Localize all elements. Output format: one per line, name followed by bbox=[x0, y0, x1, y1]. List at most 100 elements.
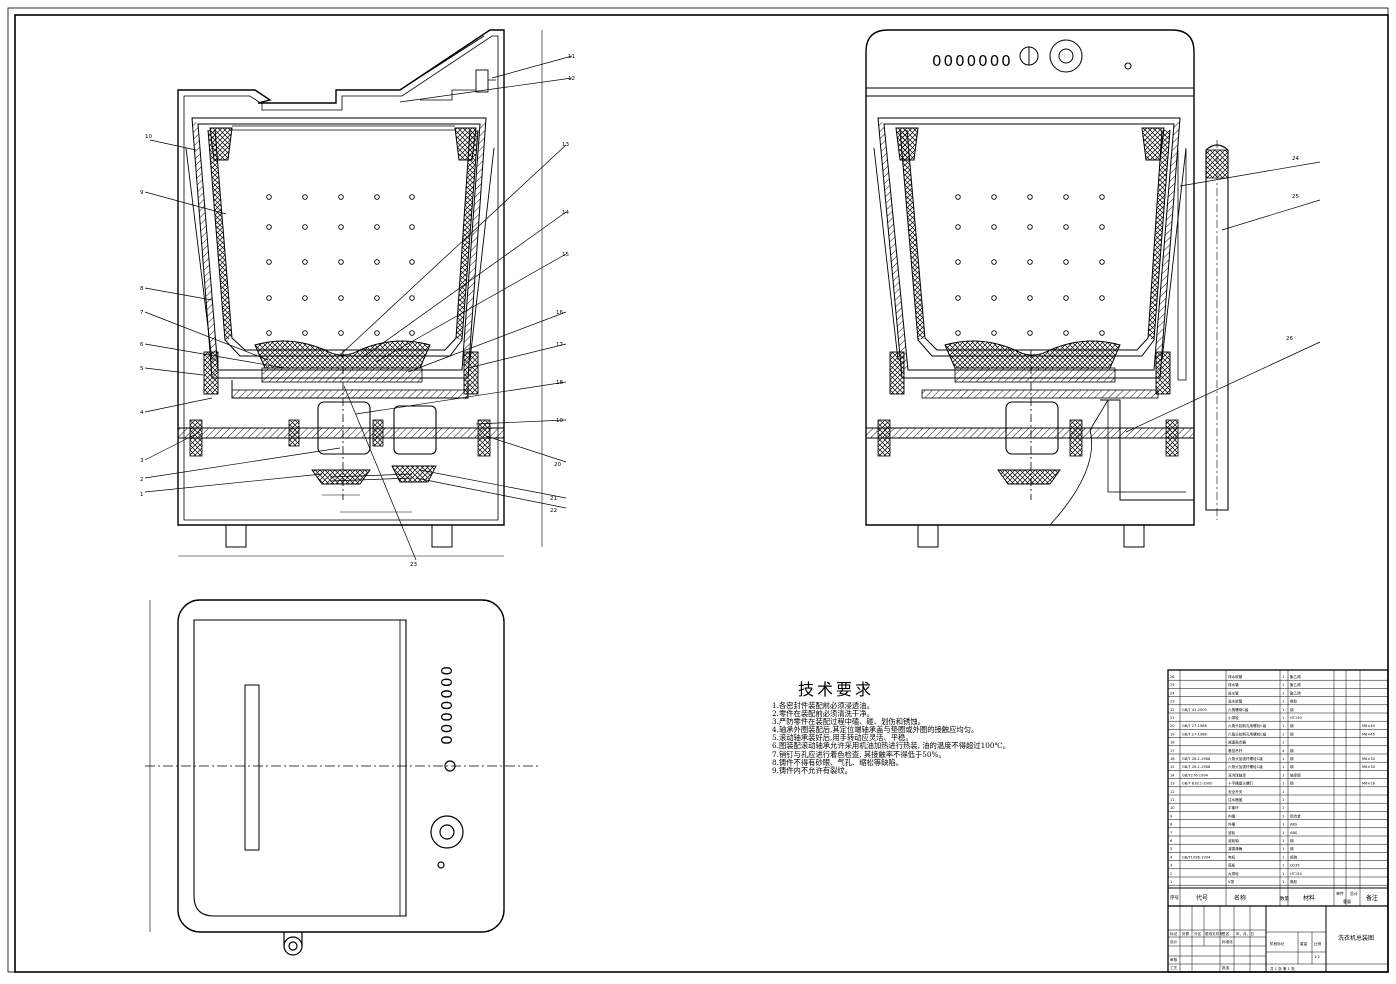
svg-text:24: 24 bbox=[1292, 156, 1299, 162]
svg-text:名称: 名称 bbox=[1234, 894, 1246, 902]
bom-cell: 4 bbox=[1282, 749, 1285, 753]
top-view-display: 0000000 bbox=[437, 666, 455, 747]
bom-cell: 1 bbox=[1282, 773, 1284, 777]
svg-text:更改文件号: 更改文件号 bbox=[1205, 931, 1223, 936]
bom-cell: 小带轮 bbox=[1228, 715, 1239, 720]
svg-text:工艺: 工艺 bbox=[1170, 965, 1178, 970]
bom-cell: 25 bbox=[1170, 683, 1175, 687]
bom-cell: 1 bbox=[1282, 765, 1284, 769]
bom-cell: 十字槽盘头螺钉 bbox=[1228, 781, 1254, 786]
bom-table bbox=[1167, 669, 1389, 973]
bom-cell: 减振弹簧 bbox=[1228, 846, 1243, 851]
bom-cell: M8×40 bbox=[1362, 724, 1376, 728]
svg-text:分区: 分区 bbox=[1194, 931, 1202, 936]
side-leaders bbox=[1125, 161, 1321, 433]
bom-cell: 1 bbox=[1282, 700, 1284, 704]
bom-cell: M6×16 bbox=[1362, 782, 1376, 786]
bom-cell: 底板 bbox=[1228, 863, 1236, 868]
svg-text:比例: 比例 bbox=[1314, 941, 1322, 946]
requirement-item: 6.图装配滚动轴承允许采用机油加热进行热装, 油的温度不得超过100℃。 bbox=[772, 741, 1011, 751]
svg-text:9: 9 bbox=[140, 190, 144, 196]
bom-cell: 钢 bbox=[1290, 731, 1294, 736]
bom-cell: 钢 bbox=[1290, 846, 1294, 851]
bom-cell: 8 bbox=[1170, 823, 1173, 827]
bom-cell: 24 bbox=[1170, 691, 1175, 695]
bom-cell: 聚乙烯 bbox=[1290, 682, 1301, 687]
svg-text:8: 8 bbox=[140, 286, 144, 292]
svg-text:标准化: 标准化 bbox=[1222, 939, 1233, 944]
bom-cell: ABS bbox=[1290, 831, 1298, 835]
bom-cell: 1 bbox=[1282, 790, 1284, 794]
svg-text:共 1 张 第 1 张: 共 1 张 第 1 张 bbox=[1270, 966, 1295, 971]
bom-cell: 5 bbox=[1170, 847, 1172, 851]
bom-cell: 1 bbox=[1282, 831, 1284, 835]
bom-cell: 六角头铰制孔用螺栓C级 bbox=[1228, 723, 1267, 728]
bom-cell: 1 bbox=[1282, 716, 1284, 720]
bom-cell: 17 bbox=[1170, 749, 1175, 753]
svg-text:0000000: 0000000 bbox=[437, 666, 455, 747]
svg-text:26: 26 bbox=[1286, 336, 1293, 342]
basket-holes-front bbox=[266, 194, 415, 336]
bom-cell: 聚乙烯 bbox=[1290, 674, 1301, 679]
bom-cell: HT150 bbox=[1290, 872, 1302, 876]
bom-cell: 21 bbox=[1170, 716, 1175, 720]
bom-cell: 钢 bbox=[1290, 838, 1294, 843]
bom-cell: 溢水软管 bbox=[1228, 699, 1243, 704]
bom-cell: 1 bbox=[1282, 864, 1284, 868]
bom-cell: 排水管 bbox=[1228, 682, 1239, 687]
requirement-item: 9.铸件内不允许有裂纹。 bbox=[772, 765, 852, 775]
svg-text:10: 10 bbox=[145, 134, 152, 140]
bom-cell: 六角螺母C级 bbox=[1228, 707, 1249, 712]
bom-cell: 1 bbox=[1282, 675, 1284, 679]
bom-cell: 六角头铰制孔用螺栓C级 bbox=[1228, 731, 1267, 736]
svg-text:15: 15 bbox=[562, 252, 569, 258]
svg-text:2: 2 bbox=[140, 477, 144, 483]
bom-cell: 钢 bbox=[1290, 781, 1294, 786]
bom-cell: 4 bbox=[1170, 855, 1173, 859]
svg-text:重量: 重量 bbox=[1343, 898, 1351, 904]
svg-text:22: 22 bbox=[550, 508, 557, 514]
bom-cell: 1 bbox=[1282, 855, 1284, 859]
bom-cell: 六角头加强杆螺栓C级 bbox=[1228, 764, 1263, 769]
svg-text:处数: 处数 bbox=[1182, 931, 1190, 936]
bom-cell: 铝合金 bbox=[1290, 813, 1301, 818]
bom-cell: GB/T 41-2000 bbox=[1182, 708, 1208, 712]
svg-text:备注: 备注 bbox=[1366, 894, 1378, 902]
requirement-item: 8.铸件不得有砂眼、气孔、缩松等缺陷。 bbox=[772, 757, 904, 767]
bom-cell: 1 bbox=[1282, 691, 1284, 695]
bom-cell: M8×45 bbox=[1362, 732, 1375, 736]
bom-cell: 1 bbox=[1282, 741, 1284, 745]
svg-text:13: 13 bbox=[562, 142, 569, 148]
svg-text:19: 19 bbox=[556, 418, 563, 424]
svg-text:12: 12 bbox=[568, 76, 575, 82]
bom-cell: 悬挂吊杆 bbox=[1228, 748, 1243, 753]
bom-cell: GB/T1096-1994 bbox=[1182, 855, 1211, 859]
bom-cell: 1 bbox=[1282, 724, 1284, 728]
bom-cell: GB/T 27-1988 bbox=[1182, 724, 1208, 728]
svg-text:17: 17 bbox=[556, 342, 563, 348]
bom-header: 序号 代号 名称 数量 材料 单件 总计 重量 备注 bbox=[1170, 890, 1378, 904]
bom-cell: 大带轮 bbox=[1228, 871, 1239, 876]
bom-cell: 22 bbox=[1170, 708, 1175, 712]
svg-text:洗衣机总装图: 洗衣机总装图 bbox=[1338, 934, 1374, 942]
bom-cell: 钢 bbox=[1290, 723, 1294, 728]
bom-cell: 钢 bbox=[1290, 707, 1294, 712]
bom-cell: 轴承钢 bbox=[1290, 772, 1301, 777]
requirement-item: 5.滚动轴承装好后,用手转动应灵活、平稳。 bbox=[772, 733, 913, 743]
svg-text:23: 23 bbox=[410, 562, 417, 568]
bom-cell: 深沟球轴承 bbox=[1228, 772, 1246, 777]
bom-cell: 进水管 bbox=[1228, 690, 1239, 695]
bom-cell: 2 bbox=[1170, 872, 1172, 876]
svg-text:0000000: 0000000 bbox=[932, 52, 1013, 70]
svg-text:4: 4 bbox=[140, 410, 144, 416]
svg-text:签名: 签名 bbox=[1222, 931, 1230, 936]
bom-cell: 橡胶 bbox=[1290, 699, 1298, 704]
bom-cell: 钢 bbox=[1290, 756, 1294, 761]
bom-cell: ABS bbox=[1290, 823, 1298, 827]
svg-text:20: 20 bbox=[554, 462, 561, 468]
bom-cell: 19 bbox=[1170, 732, 1175, 736]
bom-cell: 1 bbox=[1282, 732, 1284, 736]
requirement-item: 4.轴承外圈装配后,其定位端轴承盖与垫圈或外圈的接触应均匀。 bbox=[772, 725, 979, 735]
bom-cell: 1 bbox=[1282, 872, 1284, 876]
bom-cell: M6×30 bbox=[1362, 765, 1376, 769]
